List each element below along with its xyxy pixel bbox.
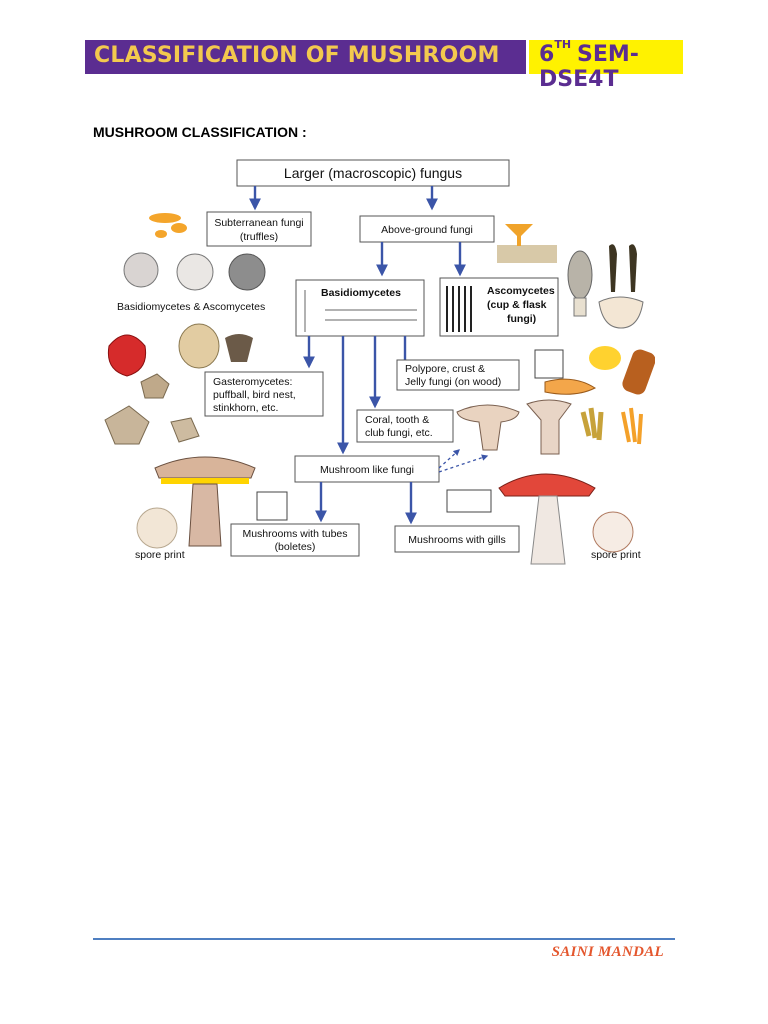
- truffle-cross-section-icon: [123, 252, 159, 288]
- subterranean-box: [206, 211, 312, 247]
- tubes-icon: [256, 491, 288, 521]
- hyphae-illustration: [304, 290, 417, 332]
- earth-tongue-illustration: [609, 244, 617, 292]
- polypore-label-1: Polypore, crust &: [405, 363, 485, 375]
- truffle-cross-section-icon: [176, 253, 214, 291]
- mushroom-like-label: Mushroom like fungi: [320, 464, 414, 476]
- gilled-mushroom-illustration: [498, 473, 596, 497]
- polypore-label-2: Jelly fungi (on wood): [405, 376, 501, 388]
- subterranean-label-2: (truffles): [240, 231, 278, 243]
- coral-label-2: club fungi, etc.: [365, 427, 433, 439]
- coral-label-1: Coral, tooth &: [365, 414, 429, 426]
- earth-tongue-illustration: [629, 244, 637, 292]
- wood-illustration: [497, 245, 557, 263]
- chanterelle-illustration: [505, 224, 533, 246]
- bracket-fungus-illustration: [544, 378, 597, 395]
- puffball-illustration: [178, 323, 220, 369]
- basidio-asco-label: Basidiomycetes & Ascomycetes: [117, 301, 265, 313]
- semester-number: 6: [539, 42, 555, 67]
- morel-illustration: [567, 250, 593, 300]
- spore-print-gills-icon: [592, 511, 634, 553]
- section-heading: MUSHROOM CLASSIFICATION :: [93, 124, 307, 140]
- truffle-illustration: [149, 213, 181, 223]
- gastero-label-2: puffball, bird nest,: [213, 389, 296, 401]
- author-name: SAINI MANDAL: [551, 944, 664, 960]
- subterranean-label-1: Subterranean fungi: [214, 217, 303, 229]
- gills-label: Mushrooms with gills: [408, 534, 505, 546]
- bird-nest-illustration: [225, 334, 253, 362]
- bolete-illustration: [154, 456, 256, 479]
- coral-box: [356, 409, 454, 443]
- ascomycetes-label-2: (cup & flask: [487, 299, 547, 311]
- ascomycetes-label-3: fungi): [507, 313, 536, 325]
- dashed-link-coral: [438, 449, 460, 469]
- tooth-fungus-illustration: [456, 404, 520, 451]
- mushroom-like-box: [294, 455, 440, 483]
- gastero-label-3: stinkhorn, etc.: [213, 402, 278, 414]
- classification-diagram: Larger (macroscopic) fungus Subterranean…: [104, 159, 655, 565]
- basidiomycetes-box: [295, 279, 425, 337]
- polypore-pores-icon: [534, 349, 564, 379]
- gills-icon: [446, 489, 492, 513]
- spore-print-right-label: spore print: [591, 549, 641, 561]
- earthstar-illustration: [140, 373, 170, 399]
- gastero-label-1: Gasteromycetes:: [213, 376, 292, 388]
- funnel-mushroom-illustration: [526, 399, 572, 455]
- truffle-cross-section-icon: [228, 253, 266, 291]
- stinkhorn-illustration: [107, 334, 147, 377]
- earthstar-illustration: [104, 405, 150, 445]
- footer-divider: [93, 938, 675, 940]
- bolete-stem-illustration: [188, 483, 222, 547]
- asci-illustration: [446, 286, 472, 332]
- earthstar-illustration: [170, 417, 200, 443]
- header-title-bar: CLASSIFICATION OF MUSHROOM: [85, 40, 526, 74]
- tubes-label-1: Mushrooms with tubes: [242, 528, 347, 540]
- root-box: [236, 159, 510, 187]
- semester-superscript: TH: [554, 38, 572, 51]
- cup-fungus-illustration: [598, 296, 644, 329]
- coral-fungus-illustration: [580, 407, 604, 441]
- spore-print-tubes-icon: [136, 507, 178, 549]
- morel-stem-illustration: [573, 297, 587, 317]
- tubes-box: [230, 523, 360, 557]
- polypore-box: [396, 359, 520, 391]
- dashed-link-gills: [438, 454, 489, 473]
- basidiomycetes-label: Basidiomycetes: [321, 287, 401, 299]
- gills-box: [394, 525, 520, 553]
- tubes-label-2: (boletes): [275, 541, 316, 553]
- truffle-illustration: [155, 230, 167, 238]
- root-label: Larger (macroscopic) fungus: [284, 165, 462, 181]
- gilled-mushroom-stem: [530, 495, 566, 565]
- truffle-illustration: [171, 223, 187, 233]
- crust-fungus-illustration: [622, 349, 655, 395]
- spore-print-left-label: spore print: [135, 549, 185, 561]
- gasteromycetes-box: [204, 371, 324, 417]
- club-fungus-illustration: [621, 407, 643, 445]
- above-ground-label: Above-ground fungi: [381, 224, 473, 236]
- ascomycetes-label-1: Ascomycetes: [487, 285, 555, 297]
- jelly-fungus-illustration: [589, 346, 621, 370]
- above-ground-box: [359, 215, 495, 243]
- semester-text: SEM-DSE4T: [539, 42, 639, 92]
- bolete-pore-layer: [161, 478, 249, 484]
- page-title: CLASSIFICATION OF MUSHROOM: [94, 43, 500, 68]
